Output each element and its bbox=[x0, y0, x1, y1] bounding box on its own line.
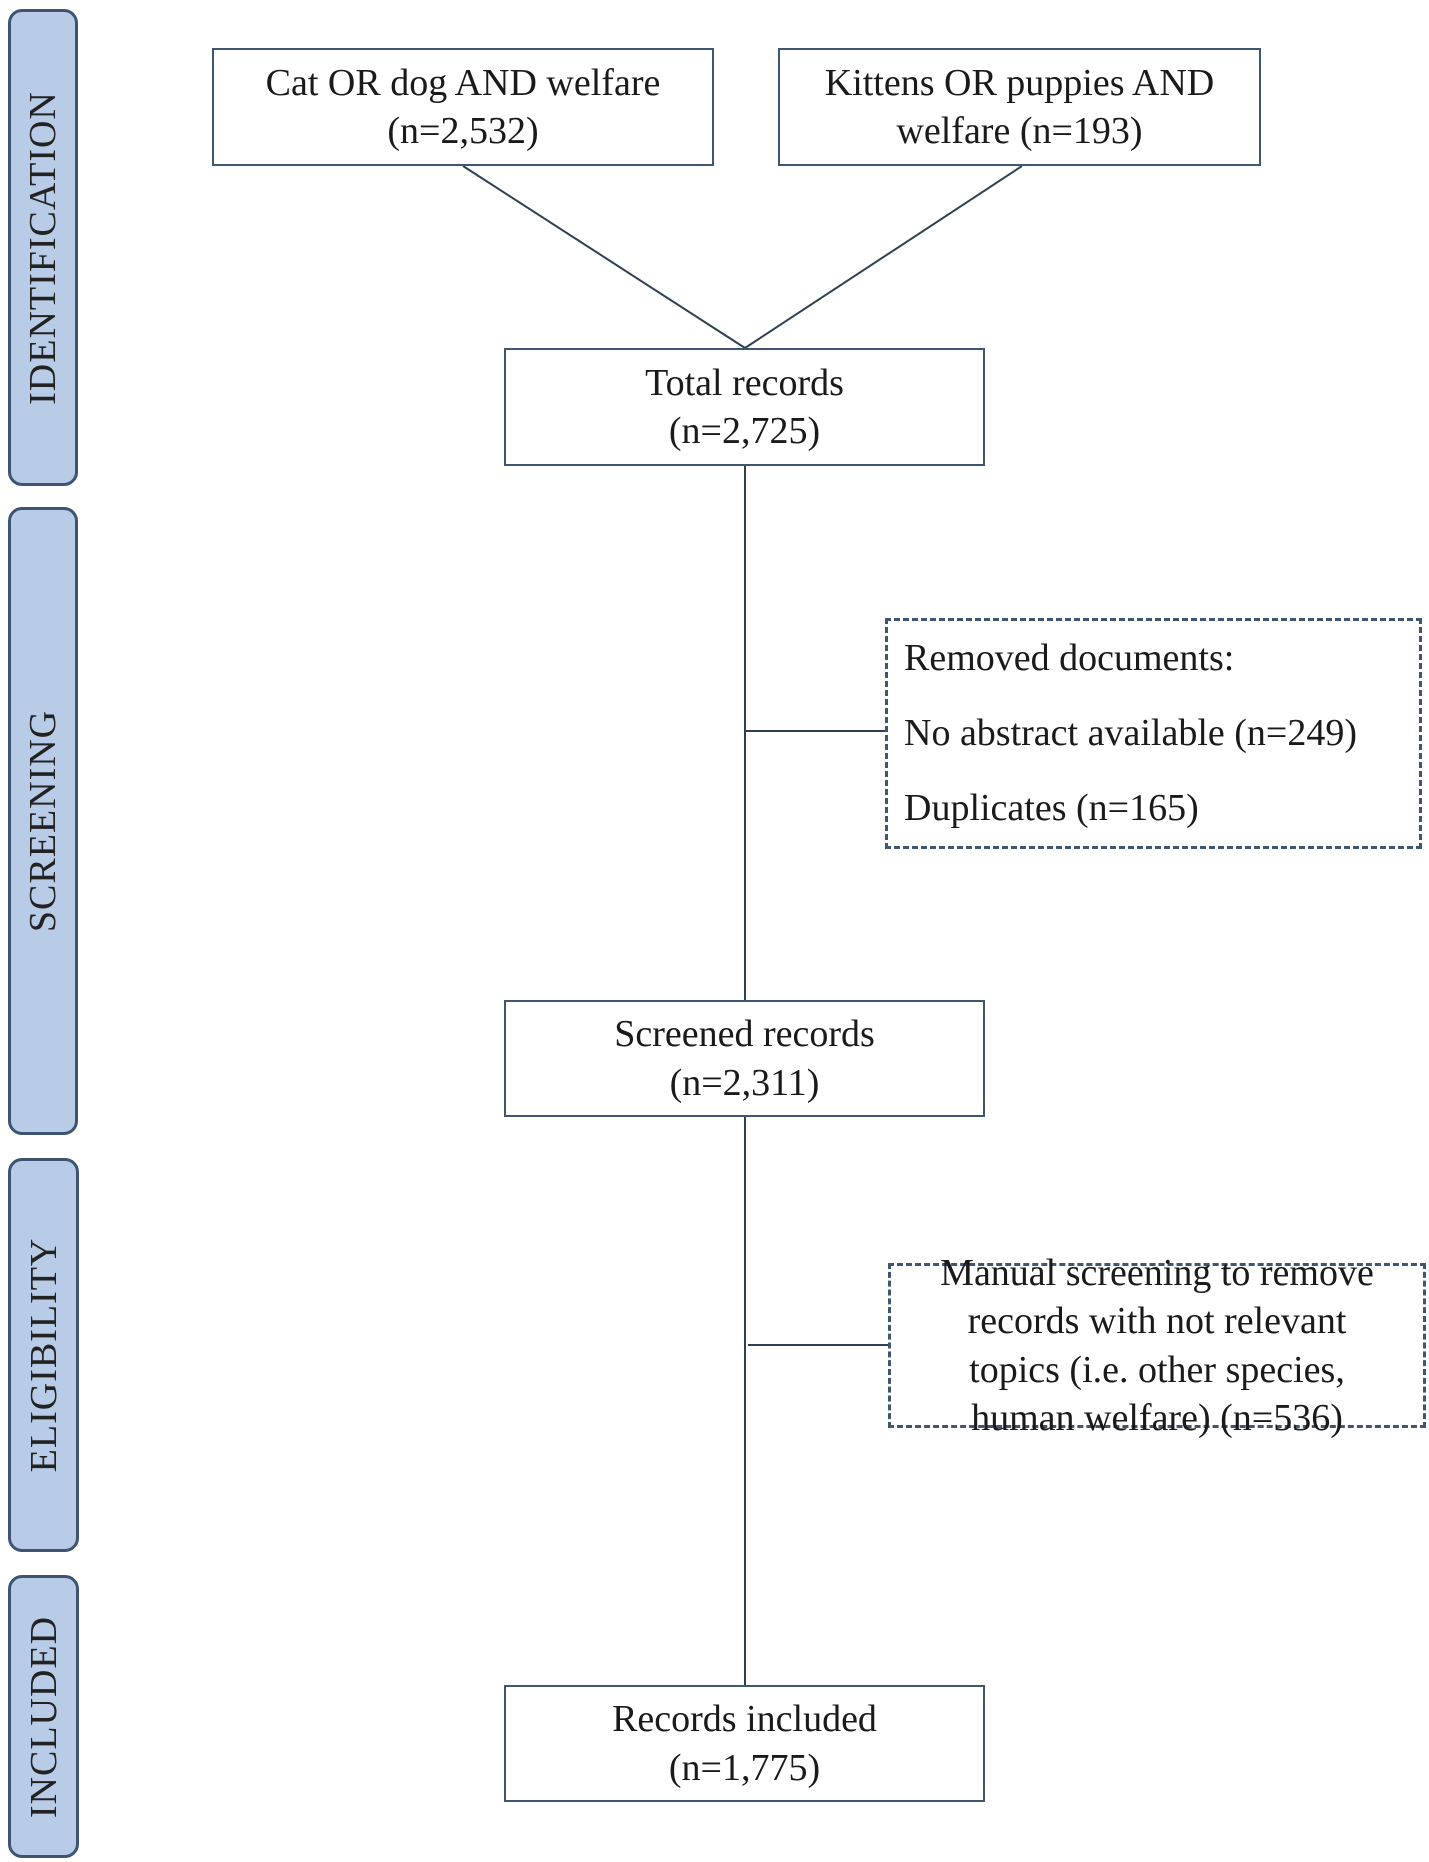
connector-search1-to-total bbox=[462, 165, 746, 349]
phase-identification-label: IDENTIFICATION bbox=[22, 90, 64, 405]
phase-screening: SCREENING bbox=[8, 507, 78, 1135]
search-cat-dog-line1: Cat OR dog AND welfare bbox=[265, 61, 661, 104]
screened-records-label: Screened records bbox=[614, 1013, 875, 1056]
search-kittens-puppies-line2: welfare (n=193) bbox=[896, 110, 1143, 152]
phase-identification: IDENTIFICATION bbox=[8, 9, 78, 486]
manual-screening-line3: topics (i.e. other species, bbox=[969, 1348, 1345, 1391]
phase-eligibility-label: ELIGIBILITY bbox=[22, 1237, 65, 1473]
manual-screening-line4: human welfare) (n=536) bbox=[971, 1396, 1343, 1439]
phase-included: INCLUDED bbox=[8, 1575, 79, 1858]
total-records-label: Total records bbox=[645, 361, 844, 404]
phase-screening-label: SCREENING bbox=[22, 709, 64, 933]
screened-records-count: (n=2,311) bbox=[669, 1061, 820, 1104]
manual-screening-line1: Manual screening to remove bbox=[940, 1252, 1374, 1294]
removed-documents-box: Removed documents: No abstract available… bbox=[885, 618, 1422, 849]
total-records-count: (n=2,725) bbox=[668, 410, 821, 452]
records-included-box: Records included (n=1,775) bbox=[504, 1685, 985, 1802]
records-included-count: (n=1,775) bbox=[668, 1746, 821, 1789]
connector-search2-to-total bbox=[744, 165, 1023, 349]
records-included-label: Records included bbox=[612, 1698, 877, 1741]
search-kittens-puppies-line1: Kittens OR puppies AND bbox=[824, 61, 1215, 104]
phase-eligibility: ELIGIBILITY bbox=[8, 1158, 79, 1552]
manual-screening-line2: records with not relevant bbox=[967, 1300, 1347, 1343]
search-cat-dog-count: (n=2,532) bbox=[387, 110, 539, 152]
removed-no-abstract: No abstract available (n=249) bbox=[904, 712, 1357, 755]
manual-screening-box: Manual screening to remove records with … bbox=[888, 1252, 1426, 1439]
phase-included-label: INCLUDED bbox=[22, 1615, 65, 1818]
search-cat-dog-box: Cat OR dog AND welfare (n=2,532) bbox=[212, 48, 714, 166]
screened-records-box: Screened records (n=2,311) bbox=[504, 1000, 985, 1117]
removed-duplicates: Duplicates (n=165) bbox=[904, 787, 1199, 830]
search-kittens-puppies-box: Kittens OR puppies AND welfare (n=193) bbox=[778, 48, 1261, 166]
total-records-box: Total records (n=2,725) bbox=[504, 348, 985, 466]
removed-documents-title: Removed documents: bbox=[904, 637, 1235, 680]
